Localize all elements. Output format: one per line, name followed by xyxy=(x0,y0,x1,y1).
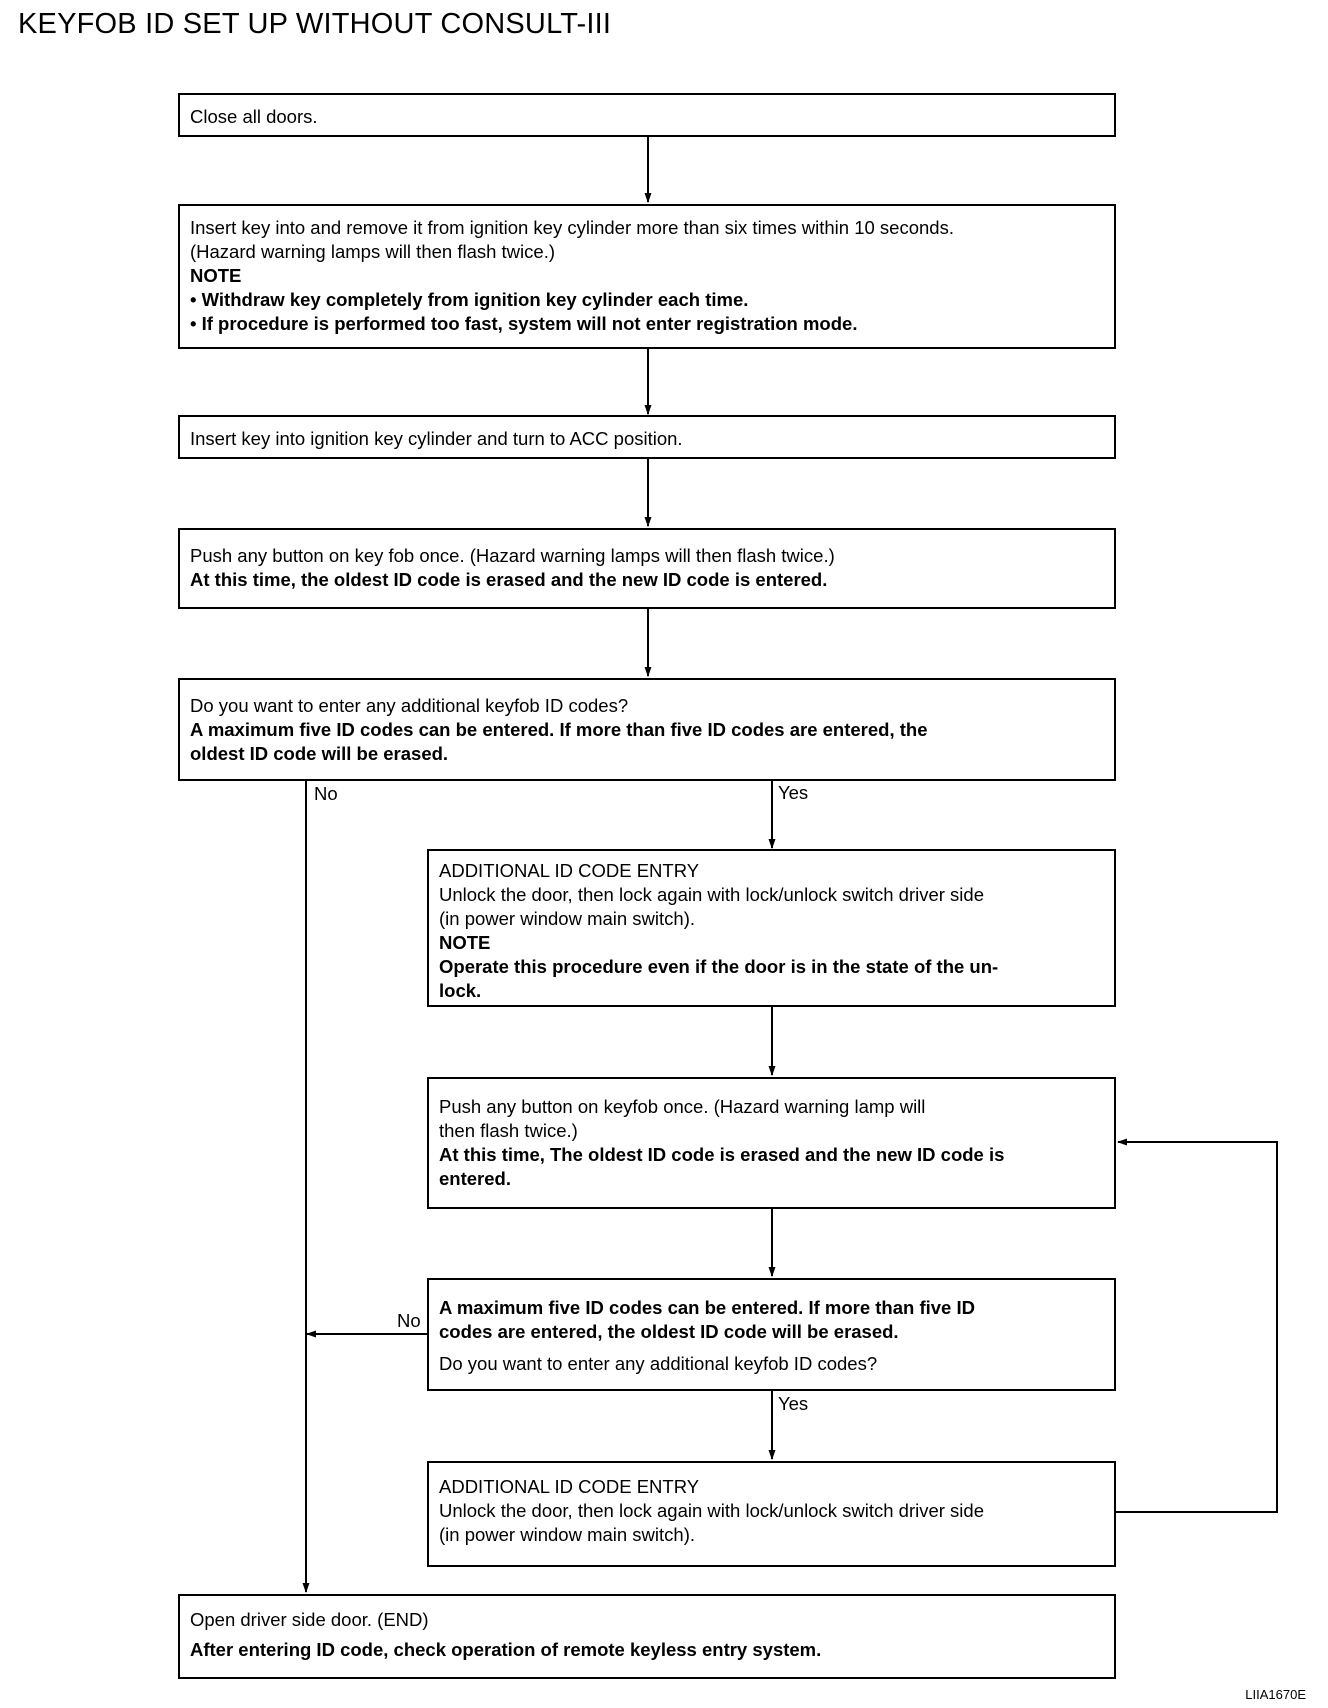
entry2-heading: ADDITIONAL ID CODE ENTRY xyxy=(439,1476,700,1497)
entry2-line2: (in power window main switch). xyxy=(439,1524,696,1545)
label-no-1: No xyxy=(314,783,338,804)
entry1-note2: lock. xyxy=(439,980,482,1001)
step-insert-remove-key: Insert key into and remove it from ignit… xyxy=(178,204,1116,349)
step-close-doors-text: Close all doors. xyxy=(190,106,318,127)
decision1-line3: oldest ID code will be erased. xyxy=(190,743,449,764)
figure-code: LIIA1670E xyxy=(1245,1687,1306,1702)
decision-additional-codes-2: A maximum five ID codes can be entered. … xyxy=(427,1278,1116,1391)
decision1-line2: A maximum five ID codes can be entered. … xyxy=(190,719,928,740)
page-title: KEYFOB ID SET UP WITHOUT CONSULT-III xyxy=(18,8,612,40)
label-yes-2: Yes xyxy=(778,1393,809,1414)
step-push-key-fob: Push any button on key fob once. (Hazard… xyxy=(178,528,1116,609)
entry1-note-label: NOTE xyxy=(439,932,491,953)
decision2-line2: codes are entered, the oldest ID code wi… xyxy=(439,1321,899,1342)
step-end: Open driver side door. (END) After enter… xyxy=(178,1594,1116,1679)
entry1-line2: (in power window main switch). xyxy=(439,908,696,929)
push-fob-line1: Push any button on key fob once. (Hazard… xyxy=(190,545,835,566)
push-fob2-line1: Push any button on keyfob once. (Hazard … xyxy=(439,1096,926,1117)
entry1-line1: Unlock the door, then lock again with lo… xyxy=(439,884,984,905)
label-no-2: No xyxy=(397,1310,421,1331)
end-line2: After entering ID code, check operation … xyxy=(190,1639,822,1660)
push-fob2-line3: At this time, The oldest ID code is eras… xyxy=(439,1144,1005,1165)
insert-remove-note2: • If procedure is performed too fast, sy… xyxy=(190,313,858,334)
step-close-doors: Close all doors. xyxy=(178,93,1116,137)
entry1-heading: ADDITIONAL ID CODE ENTRY xyxy=(439,860,700,881)
decision2-line1: A maximum five ID codes can be entered. … xyxy=(439,1297,975,1318)
arrow-loop-back xyxy=(1116,1138,1278,1513)
step-additional-entry-2: ADDITIONAL ID CODE ENTRY Unlock the door… xyxy=(427,1461,1116,1567)
step-acc-text: Insert key into ignition key cylinder an… xyxy=(190,428,683,449)
insert-remove-line1: Insert key into and remove it from ignit… xyxy=(190,217,954,238)
step-push-keyfob-2: Push any button on keyfob once. (Hazard … xyxy=(427,1077,1116,1209)
decision-additional-codes: Do you want to enter any additional keyf… xyxy=(178,678,1116,781)
push-fob2-line2: then flash twice.) xyxy=(439,1120,578,1141)
push-fob2-line4: entered. xyxy=(439,1168,511,1189)
label-yes-1: Yes xyxy=(778,782,809,803)
push-fob-line2: At this time, the oldest ID code is eras… xyxy=(190,569,828,590)
insert-remove-note-label: NOTE xyxy=(190,265,242,286)
decision1-line1: Do you want to enter any additional keyf… xyxy=(190,695,629,716)
end-line1: Open driver side door. (END) xyxy=(190,1609,429,1630)
step-acc-position: Insert key into ignition key cylinder an… xyxy=(178,415,1116,459)
insert-remove-note1: • Withdraw key completely from ignition … xyxy=(190,289,749,310)
insert-remove-line2: (Hazard warning lamps will then flash tw… xyxy=(190,241,555,262)
step-additional-entry-1: ADDITIONAL ID CODE ENTRY Unlock the door… xyxy=(427,849,1116,1007)
decision2-line3: Do you want to enter any additional keyf… xyxy=(439,1353,878,1374)
entry2-line1: Unlock the door, then lock again with lo… xyxy=(439,1500,984,1521)
entry1-note1: Operate this procedure even if the door … xyxy=(439,956,999,977)
